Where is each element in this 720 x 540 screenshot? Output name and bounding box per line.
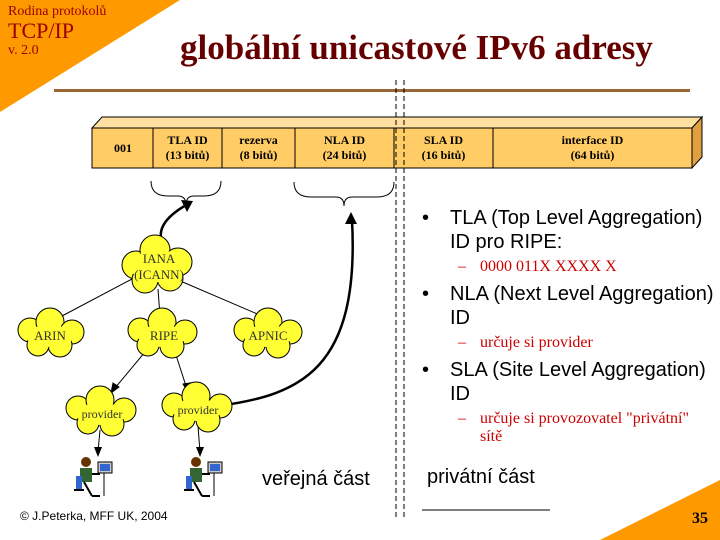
field-label: interface ID <box>561 133 624 147</box>
public-part-label: veřejná část <box>262 468 370 490</box>
nla-brace <box>293 181 395 207</box>
cloud-label-provider: provider <box>177 403 219 417</box>
cloud-ripe <box>127 307 198 359</box>
address-bar <box>90 115 704 170</box>
cloud-label-arin: ARIN <box>34 328 66 343</box>
cloud-label-apnic: APNIC <box>248 328 288 343</box>
field-nla: NLA ID (24 bitů) <box>295 133 394 163</box>
field-size: (13 bitů) <box>165 148 210 162</box>
nla-arrow <box>217 219 354 408</box>
corner-decoration-bottom-right <box>600 480 720 540</box>
arrow-head-icon <box>181 200 193 212</box>
series-version: v. 2.0 <box>8 43 39 58</box>
field-reserved: rezerva (8 bitů) <box>222 133 295 163</box>
field-tla: TLA ID (13 bitů) <box>153 133 222 163</box>
cloud-label-provider: provider <box>81 407 123 421</box>
cloud-label-ripe: RIPE <box>149 328 179 343</box>
arrow-head-icon <box>345 212 357 224</box>
cloud-arin <box>17 307 85 358</box>
field-interface: interface ID (64 bitů) <box>493 133 692 163</box>
bullet-item: SLA (Site Level Aggregation) ID <box>420 358 720 406</box>
bullet-list: TLA (Top Level Aggregation) ID pro RIPE:… <box>420 206 720 452</box>
cloud-provider-1 <box>65 385 137 437</box>
field-size: (8 bitů) <box>239 148 278 162</box>
link-arrow <box>114 351 146 389</box>
cloud-iana <box>121 234 193 294</box>
field-size: (64 bitů) <box>570 148 615 162</box>
field-label: TLA ID <box>167 133 208 147</box>
field-label: rezerva <box>239 133 278 147</box>
cloud-apnic <box>233 307 303 359</box>
field-001: 001 <box>93 141 153 156</box>
series-name: Rodina protokolů <box>8 4 107 19</box>
page-title: globální unicastové IPv6 adresy <box>180 28 653 67</box>
page-number: 35 <box>692 510 708 527</box>
sub-bullet-item: určuje si provozovatel "privátní" sítě <box>420 410 700 446</box>
cloud-label-iana: IANA (ICANN) <box>134 251 184 282</box>
field-size: (16 bitů) <box>421 148 466 162</box>
field-size: (24 bitů) <box>322 148 367 162</box>
field-sla: SLA ID (16 bitů) <box>394 133 493 163</box>
title-rule <box>54 89 690 92</box>
arrow-head-icon <box>196 447 204 457</box>
bullet-item: NLA (Next Level Aggregation) ID <box>420 282 720 330</box>
cloud-provider-2 <box>161 381 233 433</box>
corner-decoration-top-left <box>0 0 180 112</box>
private-part-label: privátní část <box>427 466 535 488</box>
link-arrow <box>174 351 187 387</box>
bullet-item: TLA (Top Level Aggregation) ID pro RIPE: <box>420 206 720 254</box>
field-label: SLA ID <box>423 133 464 147</box>
field-label: NLA ID <box>323 133 365 147</box>
field-label: 001 <box>114 141 132 155</box>
sub-bullet-item: určuje si provider <box>420 334 720 352</box>
sub-bullet-item: 0000 011X XXXX X <box>420 258 720 276</box>
arrow-head-icon <box>94 447 102 457</box>
series-title: TCP/IP <box>8 18 75 43</box>
user-at-computer-icon <box>184 457 223 497</box>
user-at-computer-icon <box>74 457 113 497</box>
arrow-head-icon <box>110 382 120 395</box>
footer-copyright: © J.Peterka, MFF UK, 2004 <box>20 509 168 523</box>
